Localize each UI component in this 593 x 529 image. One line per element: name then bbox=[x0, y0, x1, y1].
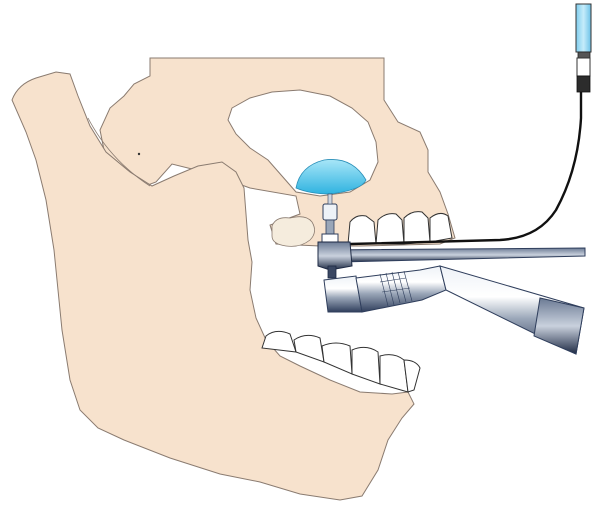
guide-arm bbox=[322, 248, 585, 262]
saline-tube bbox=[576, 4, 591, 92]
anatomical-dot bbox=[138, 153, 140, 155]
contra-angle-handpiece bbox=[324, 266, 584, 354]
coupling-pin bbox=[328, 266, 336, 278]
